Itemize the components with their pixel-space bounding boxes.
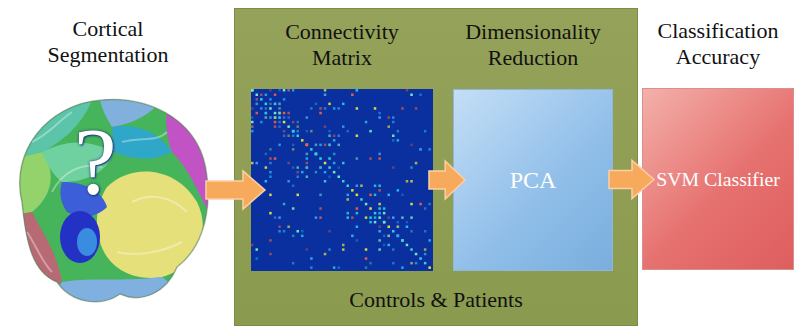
heading-label: Classification Accuracy (643, 18, 793, 70)
box-label: PCA (504, 160, 563, 200)
heading-label: Dimensionality Reduction (449, 19, 617, 71)
panel-label: Controls & Patients (235, 287, 637, 313)
heading-label: Cortical Segmentation (33, 16, 183, 68)
process-box-fill: SVM Classifier (642, 88, 794, 270)
question-mark: ? (74, 112, 117, 212)
process-box: Connectivity Matrix (249, 9, 435, 271)
process-box: Classification AccuracySVM Classifier (642, 8, 794, 270)
heading-label: Connectivity Matrix (267, 19, 417, 71)
connectivity-matrix (251, 89, 433, 271)
brain-outline: ? (2, 82, 214, 318)
box-label: SVM Classifier (650, 160, 786, 198)
matrix-image (251, 89, 433, 271)
process-box: Dimensionality ReductionPCA (449, 9, 617, 271)
brain-node: Cortical Segmentation? (2, 6, 214, 324)
group-panel: Controls & Patients Connectivity Matrix Di… (234, 8, 638, 326)
process-box-fill: PCA (453, 89, 613, 271)
